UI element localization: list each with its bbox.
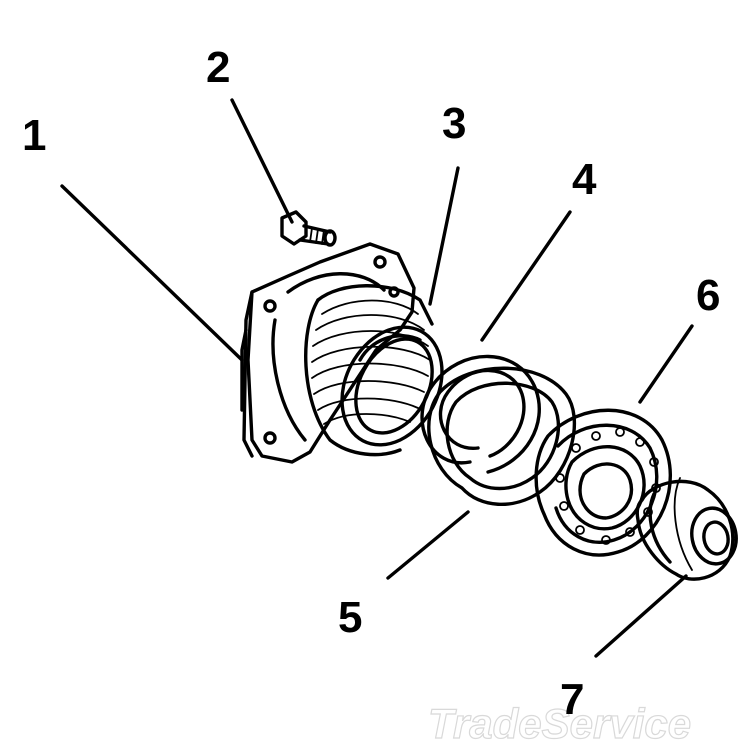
leader-line-6 xyxy=(638,324,694,404)
leader-line-7 xyxy=(594,574,688,658)
leader-line-2 xyxy=(230,98,294,224)
part-7-inner-sleeve xyxy=(635,477,738,581)
callout-6: 6 xyxy=(696,271,720,320)
part-6-ball-bearing xyxy=(534,408,672,557)
callout-7: 7 xyxy=(560,675,584,724)
leader-lines xyxy=(60,98,694,658)
callout-labels: 1 2 3 4 5 6 7 xyxy=(22,43,720,724)
part-1-flange-housing xyxy=(240,242,444,464)
part-5-seal-ring xyxy=(427,366,577,506)
callout-3: 3 xyxy=(442,99,466,148)
callout-5: 5 xyxy=(338,593,362,642)
leader-line-3 xyxy=(428,166,460,306)
leader-line-5 xyxy=(386,510,470,580)
callout-2: 2 xyxy=(206,43,230,92)
part-4-snap-ring xyxy=(420,354,541,474)
leader-line-1 xyxy=(60,184,244,362)
callout-1: 1 xyxy=(22,111,46,160)
leader-line-4 xyxy=(480,210,572,342)
watermark: TradeService xyxy=(428,700,691,747)
callout-4: 4 xyxy=(572,155,597,204)
part-2-bolt xyxy=(280,210,337,247)
